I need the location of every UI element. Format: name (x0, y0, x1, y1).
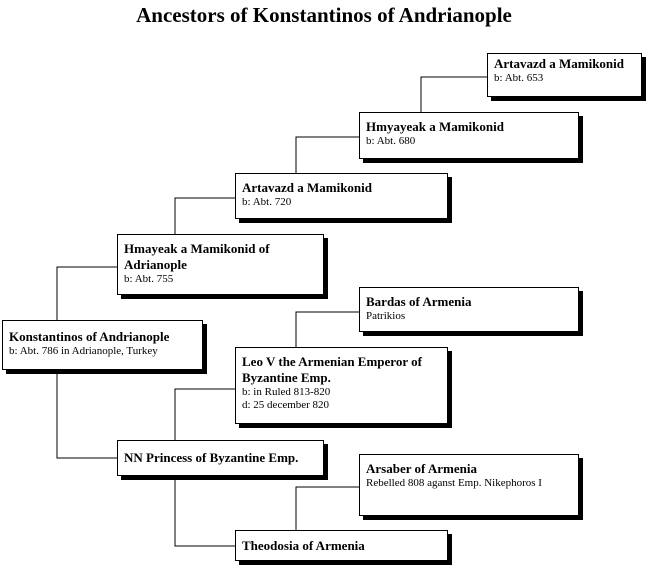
connector-konstantinos-to-hmayeak-755 (56, 266, 117, 320)
connector-artavazd-720-to-hmyayeak-680 (295, 136, 359, 173)
person-box-hmayeak-755[interactable]: Hmayeak a Mamikonid of Adrianople b: Abt… (117, 234, 324, 295)
person-birth: b: in Ruled 813-820 (242, 386, 331, 398)
connector-nn-princess-to-theodosia (174, 476, 235, 547)
person-birth: b: Abt. 755 (124, 273, 174, 285)
connector-hmyayeak-680-to-artavazd-653 (420, 76, 487, 112)
person-birth: b: Abt. 680 (366, 135, 416, 147)
person-name: NN Princess of Byzantine Emp. (124, 450, 299, 465)
person-name: Bardas of Armenia (366, 294, 472, 309)
person-birth: b: Abt. 720 (242, 196, 292, 208)
person-title: Patrikios (366, 310, 406, 322)
connector-nn-princess-to-leo-v (174, 388, 235, 440)
person-box-arsaber[interactable]: Arsaber of Armenia Rebelled 808 aganst E… (359, 454, 579, 516)
person-box-nn-princess[interactable]: NN Princess of Byzantine Emp. (117, 440, 324, 476)
person-death: d: 25 december 820 (242, 399, 330, 411)
person-box-leo-v[interactable]: Leo V the Armenian Emperor of Byzantine … (235, 347, 448, 424)
person-box-theodosia[interactable]: Theodosia of Armenia (235, 530, 448, 561)
connector-hmayeak-755-to-artavazd-720 (174, 197, 235, 234)
connector-leo-v-to-bardas (295, 311, 359, 347)
person-box-konstantinos[interactable]: Konstantinos of Andrianople b: Abt. 786 … (2, 320, 203, 370)
person-box-artavazd-653[interactable]: Artavazd a Mamikonid b: Abt. 653 (487, 53, 642, 97)
connector-konstantinos-to-nn-princess (56, 370, 117, 459)
person-name: Hmyayeak a Mamikonid (366, 119, 504, 134)
person-note: Rebelled 808 aganst Emp. Nikephoros I (366, 477, 542, 489)
person-name: Arsaber of Armenia (366, 461, 477, 476)
person-birth: b: Abt. 653 (494, 72, 544, 84)
person-box-artavazd-720[interactable]: Artavazd a Mamikonid b: Abt. 720 (235, 173, 448, 219)
page-title: Ancestors of Konstantinos of Andrianople (136, 3, 512, 27)
person-name: Artavazd a Mamikonid (494, 56, 624, 71)
person-name: Konstantinos of Andrianople (9, 329, 170, 344)
person-name: Leo V the Armenian Emperor of Byzantine … (242, 354, 422, 385)
connector-theodosia-to-arsaber (295, 486, 359, 530)
person-box-hmyayeak-680[interactable]: Hmyayeak a Mamikonid b: Abt. 680 (359, 112, 579, 159)
person-box-bardas[interactable]: Bardas of Armenia Patrikios (359, 287, 579, 332)
person-name: Hmayeak a Mamikonid of Adrianople (124, 241, 270, 272)
person-name: Theodosia of Armenia (242, 538, 365, 553)
person-name: Artavazd a Mamikonid (242, 180, 372, 195)
person-birth: b: Abt. 786 in Adrianople, Turkey (9, 345, 158, 357)
